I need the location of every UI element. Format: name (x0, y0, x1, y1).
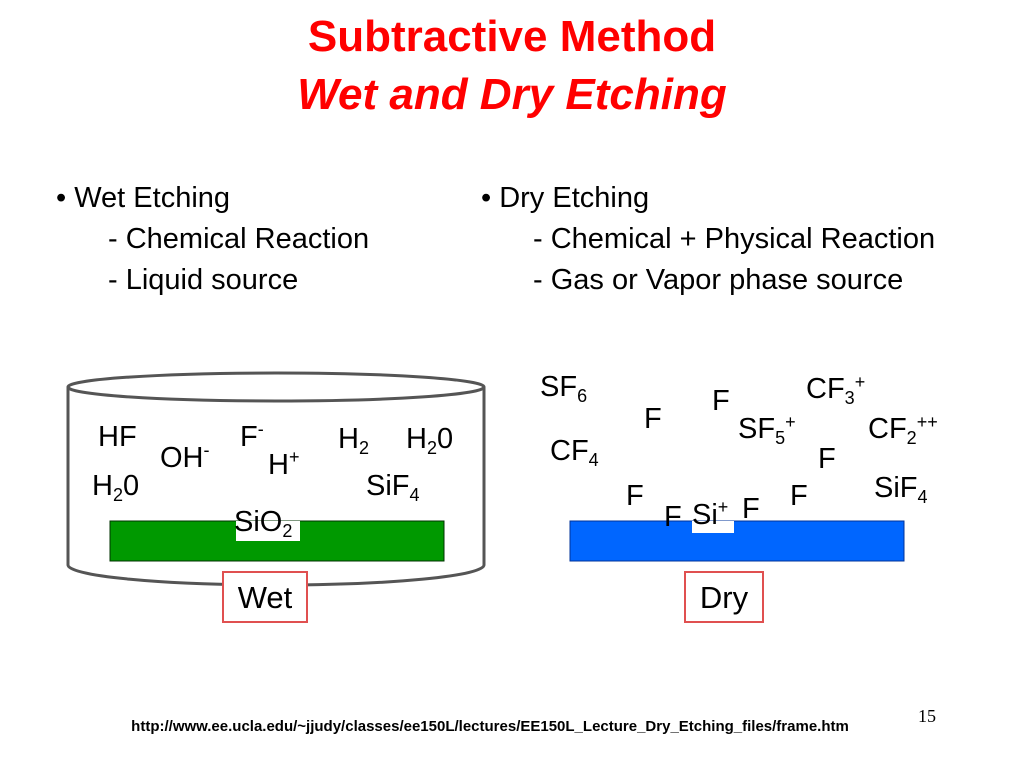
dry-diagram: SF6 F F CF3+ SF5+ CF2++ CF4 F F F F Si+ … (540, 371, 938, 623)
wet-species-h2o-right: H20 (406, 423, 453, 458)
wet-container-rim (66, 371, 486, 403)
dry-etching-item-2: - Gas or Vapor phase source (533, 264, 904, 296)
wet-etching-heading: • Wet Etching (56, 182, 231, 214)
dry-species-cf3-plus: CF3+ (806, 372, 865, 408)
wet-species-sif4: SiF4 (366, 470, 420, 505)
wet-etching-item-1: - Chemical Reaction (108, 223, 370, 255)
dry-species-f-3: F (818, 443, 836, 475)
dry-label-box (684, 571, 764, 623)
dry-etching-bullets: • Dry Etching - Chemical + Physical Reac… (481, 178, 935, 301)
dry-species-f-4: F (626, 480, 644, 512)
dry-substrate (569, 520, 905, 562)
wet-species-sio2: SiO2 (234, 506, 292, 541)
dry-species-cf4: CF4 (550, 435, 599, 470)
dry-species-f-6: F (664, 501, 682, 533)
dry-species-sif4: SiF4 (874, 472, 928, 507)
dry-etching-heading: • Dry Etching (481, 182, 650, 214)
wet-species-h2o-left: H20 (92, 470, 139, 505)
title-line-1: Subtractive Method (307, 12, 717, 61)
dry-species-f-7: F (742, 493, 760, 525)
dry-si-etch-pit (692, 521, 734, 533)
wet-species-h2: H2 (338, 423, 369, 458)
dry-species-f-5: F (790, 480, 808, 512)
wet-label-box (222, 571, 308, 623)
dry-species-f-1: F (644, 403, 662, 435)
dry-etching-item-1: - Chemical + Physical Reaction (533, 223, 936, 255)
wet-etching-item-2: - Liquid source (108, 264, 299, 296)
dry-species-cf2-plus-plus: CF2++ (868, 412, 938, 448)
dry-species-sf6: SF6 (540, 371, 587, 406)
wet-etching-bullets: • Wet Etching - Chemical Reaction - Liqu… (56, 178, 369, 301)
dry-label: Dry (700, 580, 749, 615)
source-url-link[interactable]: http://www.ee.ucla.edu/~jjudy/classes/ee… (131, 718, 849, 735)
wet-species-f-minus: F- (240, 419, 264, 453)
wet-species-h-plus: H+ (268, 447, 299, 481)
wet-diagram: HF OH- F- H+ H2 H20 H20 SiF4 SiO2 Wet (66, 371, 486, 623)
wet-label: Wet (238, 580, 293, 615)
wet-species-oh: OH- (160, 440, 210, 474)
wet-species-hf: HF (98, 421, 137, 453)
dry-species-sf5-plus: SF5+ (738, 412, 796, 448)
title-line-2: Wet and Dry Etching (297, 70, 727, 119)
dry-species-f-2: F (712, 385, 730, 417)
page-number: 15 (918, 706, 936, 726)
wet-sio2-etch-pit (236, 521, 300, 541)
dry-species-si-plus: Si+ (692, 497, 728, 531)
